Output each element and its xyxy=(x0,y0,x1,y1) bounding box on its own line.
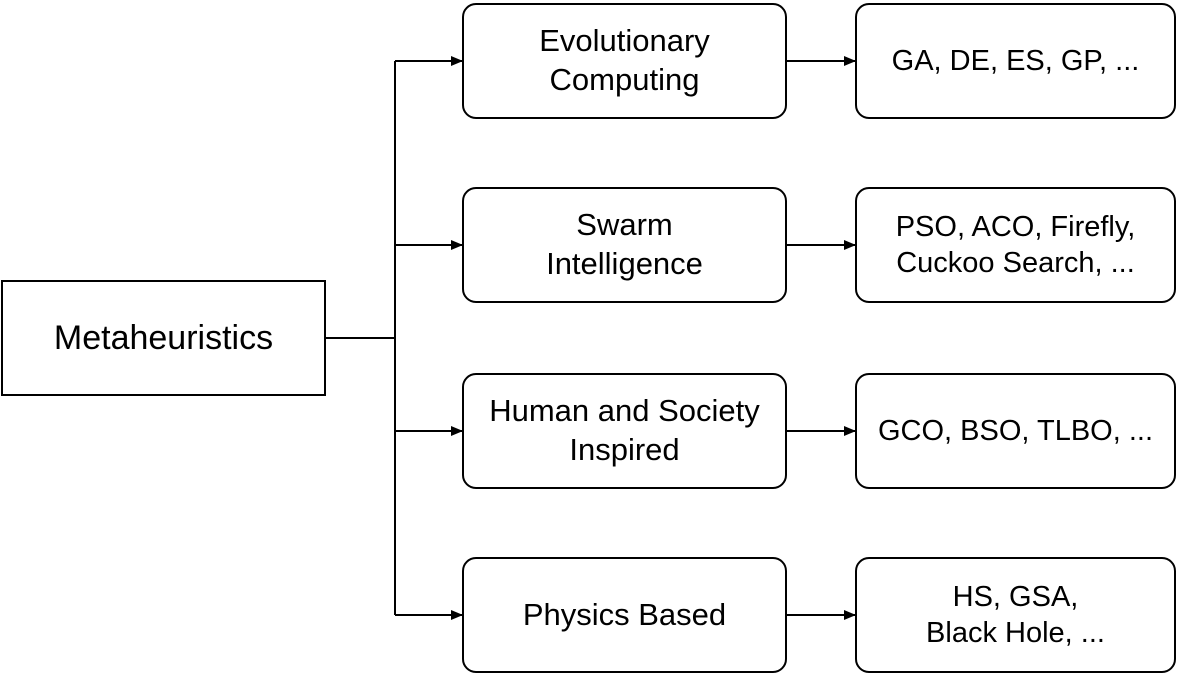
category-label-line: Computing xyxy=(549,62,700,97)
category-label-line: Intelligence xyxy=(546,246,703,281)
swarm-intelligence-node: Swarm Intelligence xyxy=(462,187,787,303)
examples-label-line: GCO, BSO, TLBO, ... xyxy=(877,414,1154,447)
category-label-line: Human and Society xyxy=(489,393,760,429)
examples-label-line: GA, DE, ES, GP, ... xyxy=(891,44,1140,77)
metaheuristics-node: Metaheuristics xyxy=(1,280,326,396)
human-society-examples-node: GCO, BSO, TLBO, ... xyxy=(855,373,1176,489)
examples-label-line: Black Hole, ... xyxy=(926,617,1105,649)
evolutionary-examples-node: GA, DE, ES, GP, ... xyxy=(855,3,1176,119)
metaheuristics-label: Metaheuristics xyxy=(53,318,274,357)
category-label-line: Physics Based xyxy=(522,596,727,632)
evolutionary-computing-node: Evolutionary Computing xyxy=(462,3,787,119)
category-label-line: Inspired xyxy=(569,432,680,467)
examples-label-line: HS, GSA, xyxy=(952,580,1079,613)
examples-label-line: Cuckoo Search, ... xyxy=(896,247,1135,279)
human-society-inspired-node: Human and Society Inspired xyxy=(462,373,787,489)
swarm-examples-node: PSO, ACO, Firefly, Cuckoo Search, ... xyxy=(855,187,1176,303)
physics-examples-node: HS, GSA, Black Hole, ... xyxy=(855,557,1176,673)
examples-label-line: PSO, ACO, Firefly, xyxy=(895,210,1136,243)
category-label-line: Evolutionary xyxy=(539,23,710,59)
physics-based-node: Physics Based xyxy=(462,557,787,673)
category-label-line: Swarm xyxy=(576,207,673,243)
